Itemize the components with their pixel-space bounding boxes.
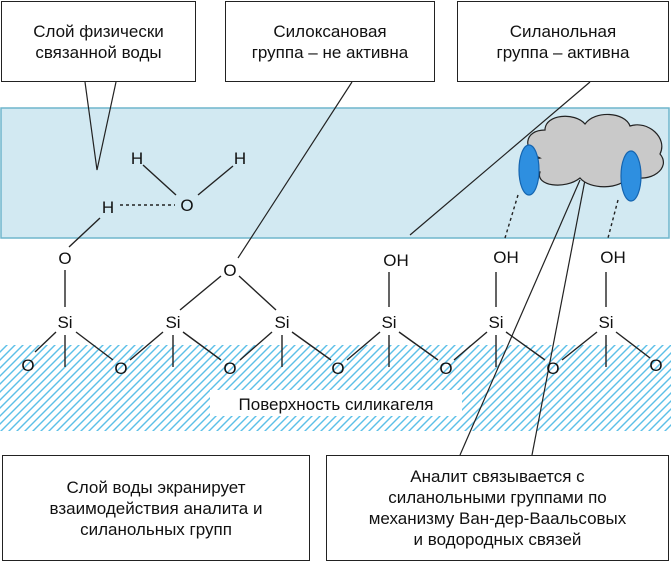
surface-h: H [102,198,114,217]
analyte-cloud [527,113,664,188]
bridge-o-4: O [331,359,344,378]
callout-silanol: Силанольная группа – активна [457,1,669,82]
silanol-pointer [409,81,591,236]
callout-pointers [84,81,591,456]
si3-o-bond-left [239,331,273,361]
water-o: O [180,196,193,215]
callout-water-screening: Слой воды экранирует взаимодействия анал… [2,455,310,561]
bridge-o-3: O [223,359,236,378]
silanol-oh-3: OH [600,248,626,267]
analyte-pointer-right [531,179,586,456]
analyte-h-bond-1 [504,194,519,239]
callout-physical-water: Слой физически связанной воды [1,1,196,82]
si4-o-bond-right [398,331,439,361]
water-o-h-bond-1 [142,164,177,196]
water-h-right: H [234,149,246,168]
surface-label: Поверхность силикагеля [239,395,434,414]
silica-surface-hatch [0,345,671,431]
bridge-o-7: O [649,356,662,375]
si6-o-bond-right [615,331,651,359]
si-3: Si [274,313,289,332]
si5-o-bond-right [505,331,546,361]
silanol-oh-2: OH [493,248,519,267]
si1-o-bond-right [75,331,114,361]
si5-o-bond-left [453,331,488,361]
hydrogen-bonds [120,194,619,239]
callout-siloxane: Силоксановая группа – не активна [225,1,435,82]
si2-o-bond-bridge [179,275,222,311]
si-1: Si [57,313,72,332]
water-o-h-bond-2 [197,165,234,196]
atom-labels: H H O H O O OH OH OH Si Si Si Si Si Si O… [21,149,662,378]
si-4: Si [381,313,396,332]
siloxane-o: O [223,261,236,280]
analyte-pointer-left [459,179,581,456]
covalent-bonds [34,164,651,367]
water-h-left: H [131,149,143,168]
analyte-contact-right [620,150,642,202]
callout-analyte-binding: Аналит связывается с силанольными группа… [326,455,669,561]
physical-water-pointer [84,81,117,171]
si6-o-bond-left [561,331,598,361]
si4-o-bond-left [346,331,381,361]
si-5: Si [488,313,503,332]
bridge-o-5: O [439,359,452,378]
si1-o-bond-left [34,331,57,353]
surface-o-1: O [58,249,71,268]
bridge-o-2: O [114,359,127,378]
analyte-h-bond-2 [607,199,619,239]
si3-o-bond-right [291,331,332,361]
si-2: Si [165,313,180,332]
surface-o-h-bond [68,217,101,248]
bridge-o-6: O [546,359,559,378]
si-6: Si [598,313,613,332]
si2-o-bond-left [129,331,164,361]
bridge-o-1: O [21,356,34,375]
silanol-oh-1: OH [383,251,409,270]
surface-label-background [210,390,462,416]
siloxane-pointer [237,81,353,259]
si2-o-bond-right [182,331,222,361]
analyte-contact-left [518,144,540,196]
si3-o-bond-bridge [238,275,277,311]
